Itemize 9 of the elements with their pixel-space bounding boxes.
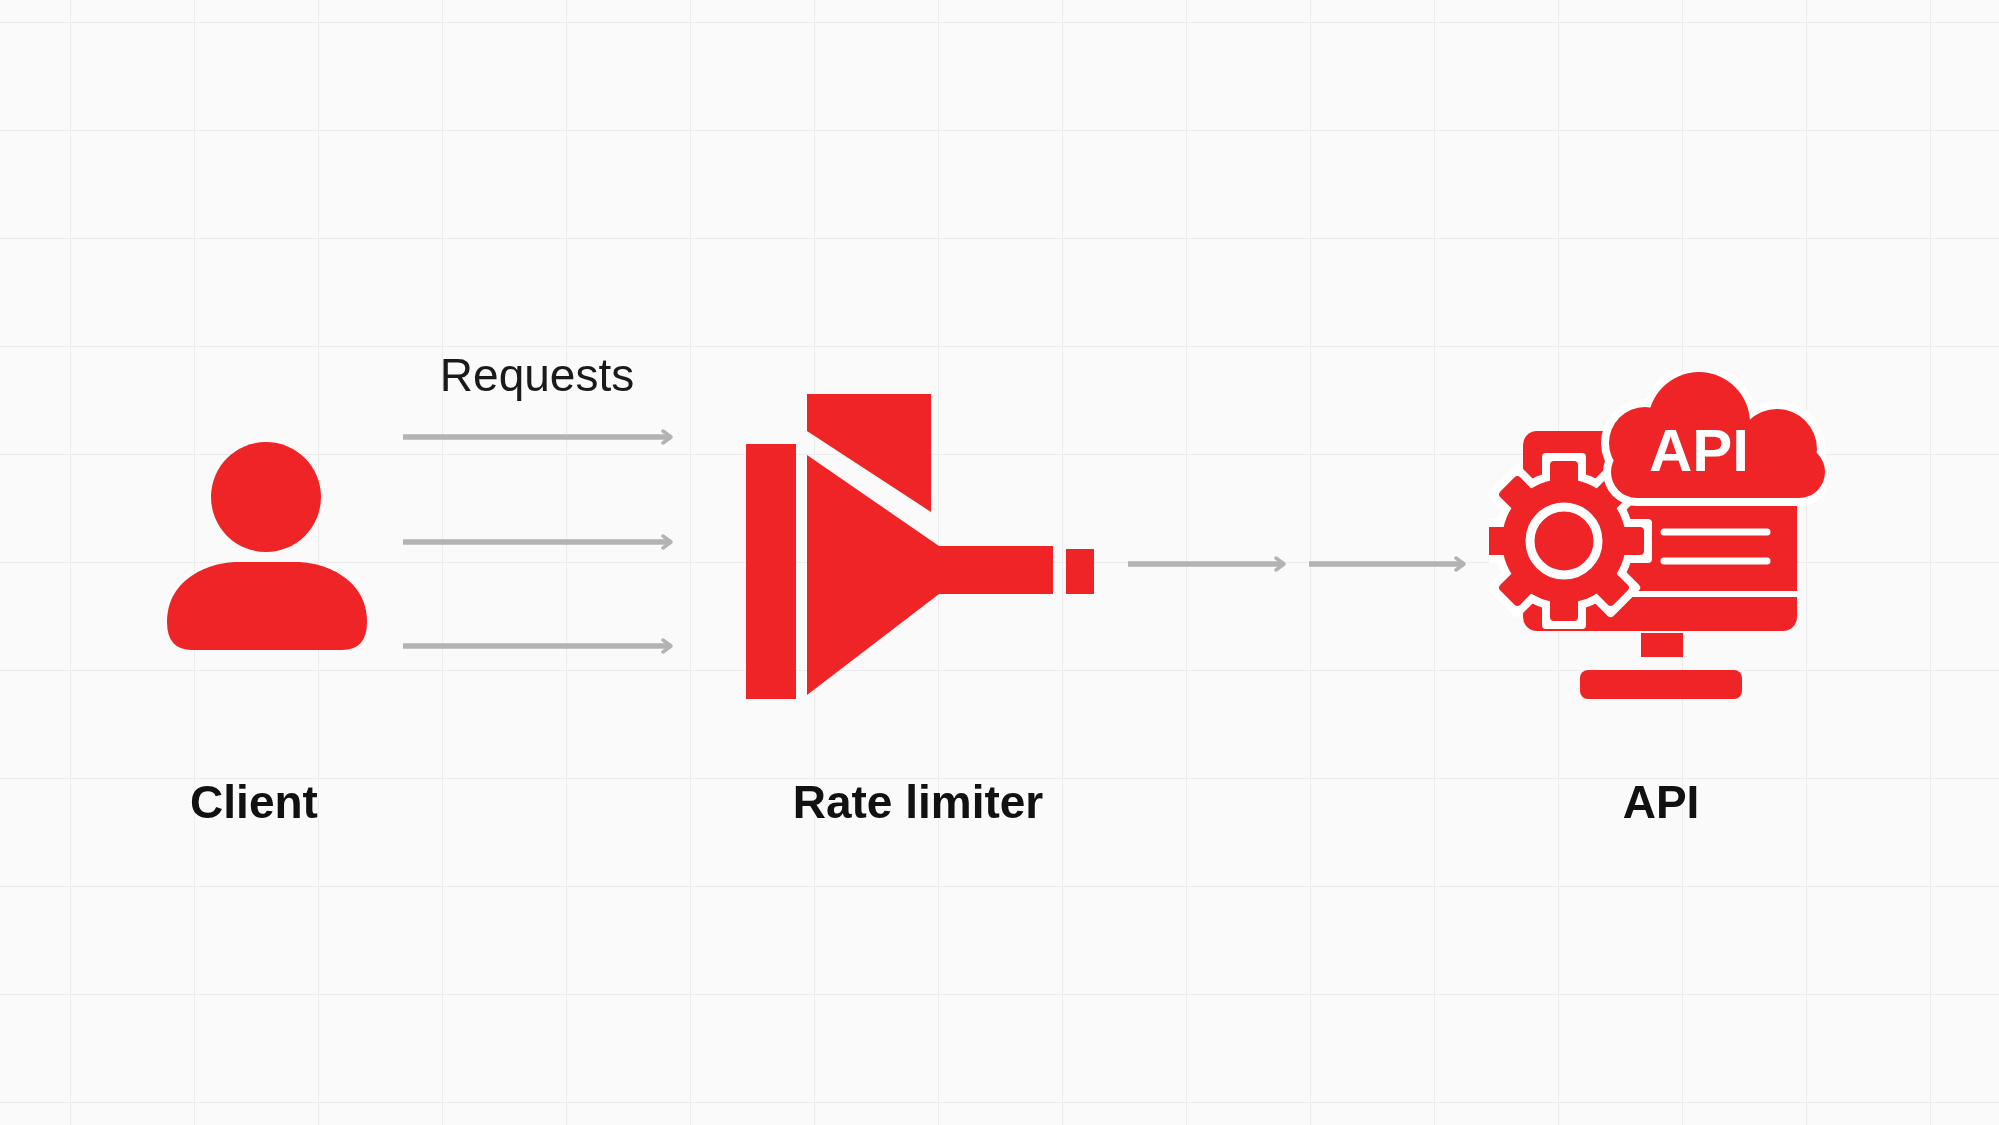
arrow <box>403 534 673 550</box>
node-label: API <box>1622 779 1700 825</box>
node-label: Client <box>190 779 318 825</box>
icon-caption: API <box>1649 421 1749 481</box>
arrow <box>1128 556 1286 572</box>
arrow <box>403 429 673 445</box>
arrow <box>1309 556 1466 572</box>
arrow <box>403 638 673 654</box>
node-label: Rate limiter <box>792 779 1044 825</box>
